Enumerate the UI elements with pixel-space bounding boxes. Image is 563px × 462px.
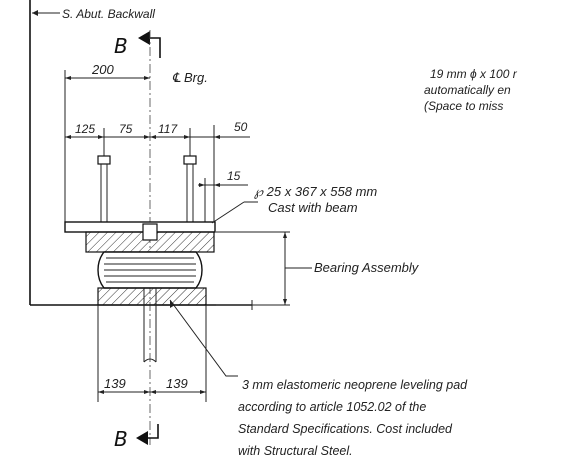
- masonry-plate: [97, 287, 207, 306]
- dim-50-label: 50: [234, 120, 248, 134]
- plate-note: Cast with beam: [268, 200, 358, 215]
- dim-200: [64, 70, 150, 232]
- dim-125-label: 125: [75, 122, 95, 136]
- dim-200-label: 200: [91, 62, 114, 77]
- anchor-note-line-3: (Space to miss: [424, 99, 503, 113]
- pad-note-line-2: according to article 1052.02 of the: [238, 400, 426, 414]
- elastomeric-bearing: [97, 251, 203, 289]
- pad-note-line-4: with Structural Steel.: [238, 444, 353, 458]
- dim-139-left-label: 139: [104, 376, 126, 391]
- section-mark-bottom: B: [114, 427, 128, 451]
- keeper-block: [142, 223, 158, 241]
- pad-note-line-3: Standard Specifications. Cost included: [238, 422, 453, 436]
- dim-117-label: 117: [158, 122, 178, 136]
- anchor-bolt-left: [97, 155, 111, 232]
- dim-15-label: 15: [227, 169, 241, 183]
- dim-row-2: [65, 125, 250, 232]
- beam-bottom: [64, 221, 216, 233]
- pad-note-line-1: 3 mm elastomeric neoprene leveling pad: [242, 378, 468, 392]
- anchor-rod: [143, 288, 157, 363]
- bearing-assembly-dim: [216, 231, 312, 306]
- section-arrow-bottom: [136, 424, 159, 445]
- dim-139: [97, 305, 207, 402]
- pad-leader: [169, 299, 238, 377]
- anchor-note-line-1: 19 mm ϕ x 100 r: [430, 67, 518, 81]
- section-mark-top: B: [114, 34, 128, 58]
- section-arrow-top: [138, 31, 161, 58]
- anchor-note-line-2: automatically en: [424, 83, 511, 97]
- bearing-assembly-label: Bearing Assembly: [314, 260, 420, 275]
- dim-75-label: 75: [119, 122, 133, 136]
- plate-leader: [211, 201, 258, 224]
- backwall-leader: [32, 10, 60, 16]
- backwall-label: S. Abut. Backwall: [62, 7, 155, 21]
- bearing-cl-label: ℄ Brg.: [172, 70, 208, 85]
- anchor-bolt-right: [183, 155, 197, 232]
- plate-label: ℘ 25 x 367 x 558 mm: [254, 184, 377, 199]
- dim-139-right-label: 139: [166, 376, 188, 391]
